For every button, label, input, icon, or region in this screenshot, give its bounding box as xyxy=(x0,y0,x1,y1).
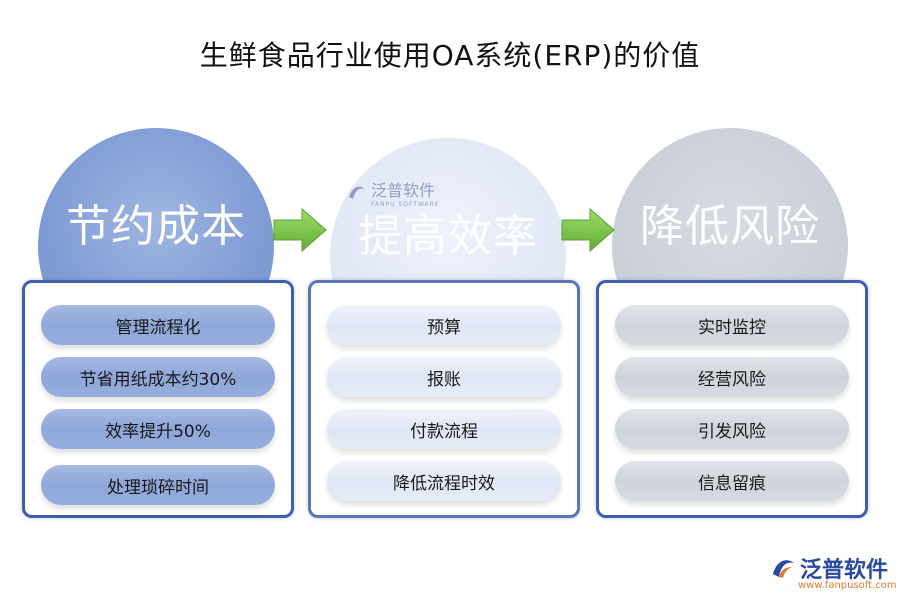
cap-label-cost-saving: 节约成本 xyxy=(66,201,246,252)
list-item: 经营风险 xyxy=(615,357,849,397)
list-item: 效率提升50% xyxy=(41,409,275,449)
page-title: 生鲜食品行业使用OA系统(ERP)的价值 xyxy=(199,39,701,72)
panel-cost-saving: 管理流程化 节省用纸成本约30% 效率提升50% 处理琐碎时间 xyxy=(22,280,294,518)
list-item: 节省用纸成本约30% xyxy=(41,357,275,397)
right-arrow-icon xyxy=(273,207,327,253)
logo-url: www.fanpusoft.com xyxy=(798,580,897,591)
right-arrow-icon xyxy=(561,207,615,253)
list-item: 降低流程时效 xyxy=(327,461,561,501)
brand-logo: 泛普软件 xyxy=(770,552,888,584)
logo-name: 泛普软件 xyxy=(800,558,889,583)
list-item: 付款流程 xyxy=(327,409,561,449)
watermark-logo-icon xyxy=(349,186,365,199)
watermark-name: 泛普软件 xyxy=(371,181,436,200)
list-item: 引发风险 xyxy=(615,409,849,449)
list-item: 报账 xyxy=(327,357,561,397)
fanpu-logo-icon xyxy=(773,560,794,578)
panel-efficiency: 预算 报账 付款流程 降低流程时效 xyxy=(308,280,580,518)
cap-label-efficiency: 提高效率 xyxy=(358,211,538,262)
watermark-sub: FANPU SOFTWARE xyxy=(371,201,440,208)
list-item: 处理琐碎时间 xyxy=(41,465,275,505)
list-item: 预算 xyxy=(327,305,561,345)
list-item: 信息留痕 xyxy=(615,461,849,501)
list-item: 实时监控 xyxy=(615,305,849,345)
cap-label-risk-reduction: 降低风险 xyxy=(640,201,820,252)
list-item: 管理流程化 xyxy=(41,305,275,345)
panel-risk-reduction: 实时监控 经营风险 引发风险 信息留痕 xyxy=(596,280,868,518)
watermark: 泛普软件 FANPU SOFTWARE xyxy=(345,177,440,208)
